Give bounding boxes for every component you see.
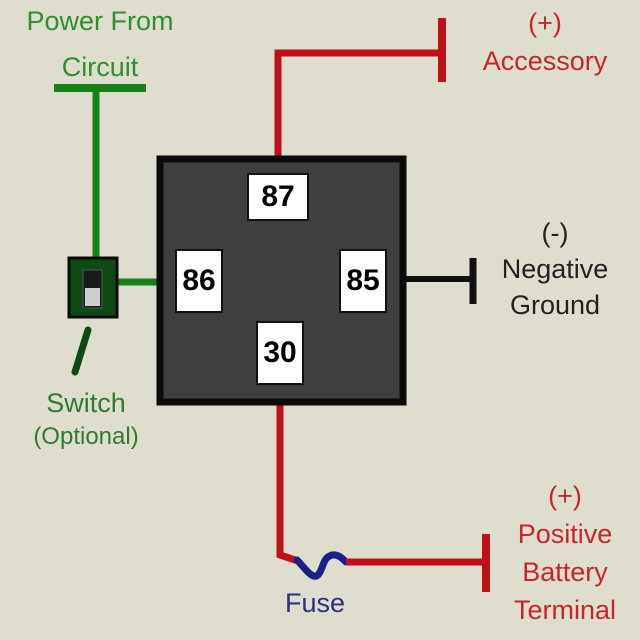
relay-pin-86: 86 xyxy=(175,249,223,313)
positive-text: Positive xyxy=(517,519,613,549)
relay-pin-30: 30 xyxy=(256,321,304,385)
accessory-wire xyxy=(274,49,442,180)
battery-wire xyxy=(276,380,300,565)
fuse-symbol xyxy=(293,551,350,580)
power-from-circuit-label: Power From Circuit xyxy=(0,6,200,82)
switch-pointer-line xyxy=(71,326,92,376)
fuse-label: Fuse xyxy=(284,588,346,618)
negative-polarity: (-) xyxy=(541,218,569,248)
switch-optional-text: (Optional) xyxy=(33,423,139,450)
power-from-circuit-line-2: Circuit xyxy=(61,52,139,82)
relay-pin-85: 85 xyxy=(339,249,387,313)
switch-label: Switch (Optional) xyxy=(0,388,172,452)
battery-text: Battery xyxy=(522,557,608,587)
negative-text: Negative xyxy=(501,254,609,284)
relay-pin-87: 87 xyxy=(247,173,309,221)
switch-text: Switch xyxy=(46,388,126,418)
accessory-polarity: (+) xyxy=(528,8,562,38)
power-from-circuit-line-1: Power From xyxy=(26,6,174,36)
ground-text: Ground xyxy=(509,290,601,320)
positive-battery-label: (+) Positive Battery Terminal xyxy=(490,481,640,625)
accessory-label: (+) Accessory xyxy=(450,8,640,76)
negative-ground-label: (-) Negative Ground xyxy=(480,218,630,320)
accessory-text: Accessory xyxy=(482,46,608,76)
switch-toggle-knob xyxy=(85,288,100,306)
terminal-text: Terminal xyxy=(513,595,617,625)
positive-polarity: (+) xyxy=(548,481,582,511)
